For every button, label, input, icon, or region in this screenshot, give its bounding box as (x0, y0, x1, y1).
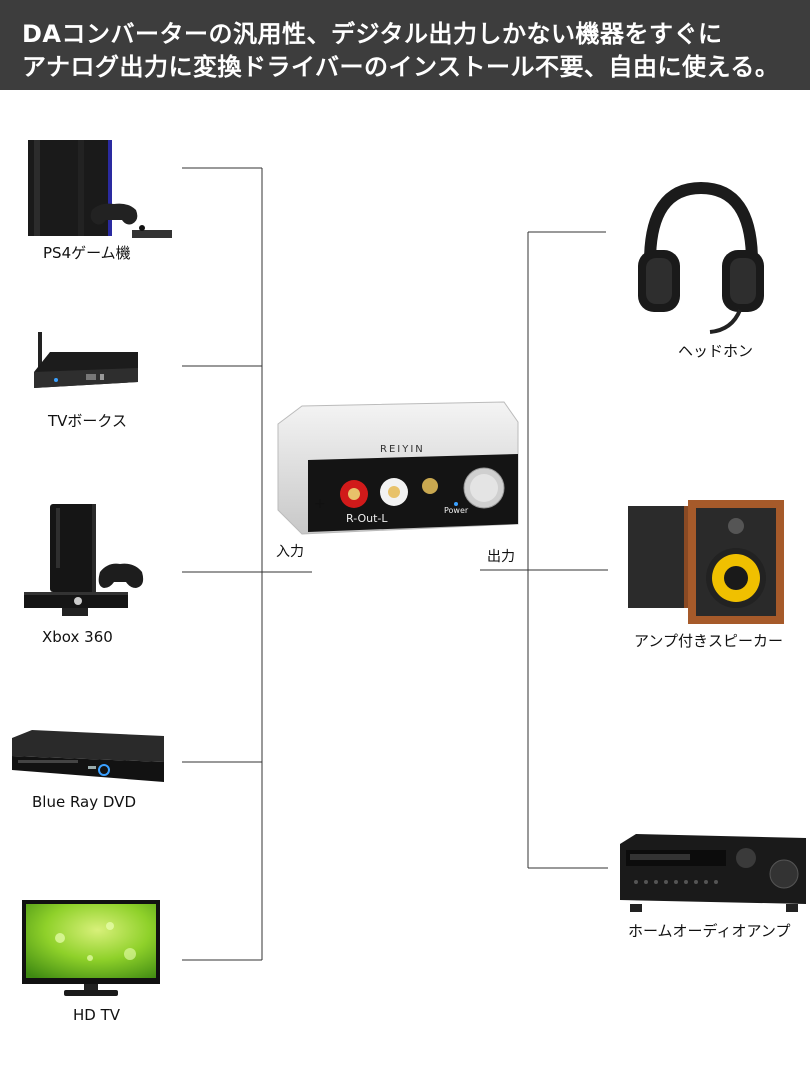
game-console-icon (22, 132, 182, 242)
input-heading: 入力 (276, 544, 304, 560)
plus-sign: + (314, 496, 326, 512)
output-label: アンプ付きスピーカー (634, 632, 783, 650)
bluray-player-icon (8, 726, 168, 790)
output-heading: 出力 (487, 549, 515, 565)
tv-icon (20, 898, 162, 998)
dac-converter-image: REIYIN R-Out-L Power + (272, 398, 522, 538)
input-label: Xbox 360 (42, 628, 113, 646)
banner-line-2: アナログ出力に変換ドライバーのインストール不要、自由に使える。 (22, 53, 780, 81)
port-label: R-Out-L (346, 512, 388, 525)
output-label: ホームオーディオアンプ (628, 922, 791, 940)
input-label: HD TV (73, 1006, 121, 1024)
input-label: PS4ゲーム機 (43, 244, 131, 262)
av-receiver-icon (616, 830, 810, 916)
input-label: TVボークス (48, 412, 127, 430)
power-label: Power (444, 506, 469, 515)
brand-label: REIYIN (380, 444, 425, 455)
output-label: ヘッドホン (678, 342, 754, 360)
tv-box-icon (30, 330, 142, 400)
banner-line-1: DAコンバーターの汎用性、デジタル出力しかない機器をすぐに (22, 20, 723, 48)
speakers-icon (626, 498, 786, 626)
headphones-icon (636, 180, 766, 340)
xbox-console-icon (22, 498, 144, 620)
input-label: Blue Ray DVD (32, 793, 136, 811)
header-banner: DAコンバーターの汎用性、デジタル出力しかない機器をすぐに アナログ出力に変換ド… (0, 0, 810, 90)
